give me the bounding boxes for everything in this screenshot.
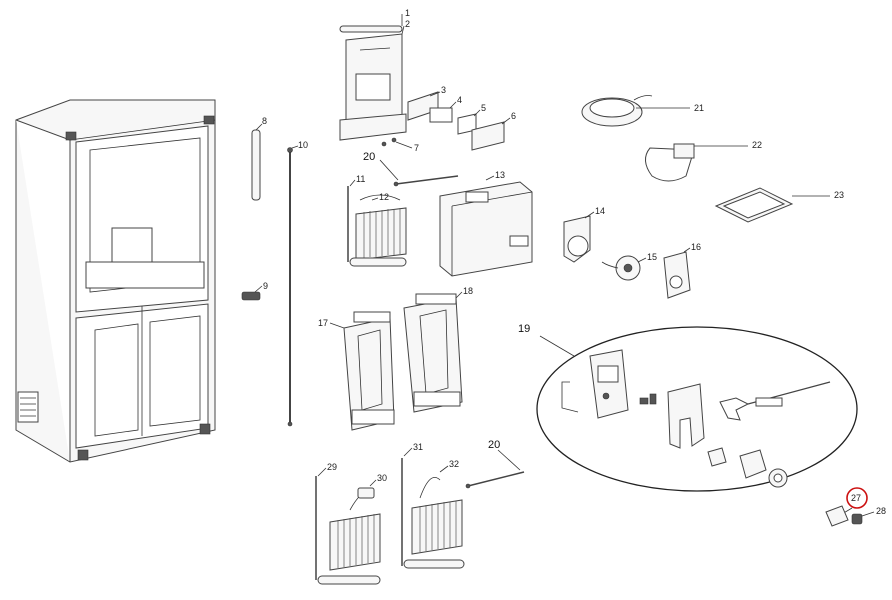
parts-11-12-evaporator: 11 12 xyxy=(347,174,407,267)
callout-10: 10 xyxy=(298,140,308,150)
parts-14-16-fan-assembly: 14 15 16 xyxy=(563,206,701,299)
callout-22: 22 xyxy=(752,140,762,150)
callout-21: 21 xyxy=(694,103,704,113)
callout-23: 23 xyxy=(834,190,844,200)
part-22-heater-ring: 22 xyxy=(645,140,762,182)
callout-15: 15 xyxy=(647,252,657,262)
part-19-assembly-group: 19 xyxy=(518,323,858,492)
parts-31-32-evaporator: 31 32 xyxy=(401,442,465,569)
callout-12: 12 xyxy=(379,192,389,202)
callout-3: 3 xyxy=(441,85,446,95)
part-17-duct: 17 xyxy=(318,311,395,431)
highlight-circle-27 xyxy=(846,487,868,509)
callout-29: 29 xyxy=(327,462,337,472)
callout-8: 8 xyxy=(262,116,267,126)
callout-28: 28 xyxy=(876,506,886,516)
callout-16: 16 xyxy=(691,242,701,252)
callout-18: 18 xyxy=(463,286,473,296)
callout-20-lower: 20 xyxy=(488,439,500,451)
callout-6: 6 xyxy=(511,111,516,121)
part-8-strip: 8 xyxy=(251,116,267,201)
part-9-clip: 9 xyxy=(241,281,268,301)
callout-7: 7 xyxy=(414,143,419,153)
callout-27: 27 xyxy=(851,493,861,503)
part-10-tube: 10 xyxy=(287,140,308,427)
part-20-rod-lower: 20 xyxy=(465,439,525,489)
parts-1-7-panel-assembly: 1 2 3 4 5 6 7 xyxy=(339,8,516,153)
callout-9: 9 xyxy=(263,281,268,291)
callout-11: 11 xyxy=(356,174,365,184)
callout-32: 32 xyxy=(449,459,459,469)
part-20-rod-upper: 20 xyxy=(363,151,459,187)
callout-2: 2 xyxy=(405,19,410,29)
parts-29-30-evaporator: 29 30 xyxy=(315,462,387,585)
callout-20-upper: 20 xyxy=(363,151,375,163)
callout-17: 17 xyxy=(318,318,328,328)
part-13-housing: 13 xyxy=(439,170,533,277)
callout-13: 13 xyxy=(495,170,505,180)
callout-5: 5 xyxy=(481,103,486,113)
callout-1: 1 xyxy=(405,8,410,18)
callout-4: 4 xyxy=(457,95,462,105)
part-18-duct: 18 xyxy=(403,286,473,413)
part-23-tray-frame: 23 xyxy=(714,187,844,223)
callout-31: 31 xyxy=(413,442,423,452)
part-21-fan-shroud: 21 xyxy=(581,95,704,127)
parts-27-28-connectors: 27 28 xyxy=(825,487,886,527)
callout-14: 14 xyxy=(595,206,605,216)
refrigerator-cabinet xyxy=(15,99,216,463)
callout-30: 30 xyxy=(377,473,387,483)
callout-19: 19 xyxy=(518,323,530,335)
